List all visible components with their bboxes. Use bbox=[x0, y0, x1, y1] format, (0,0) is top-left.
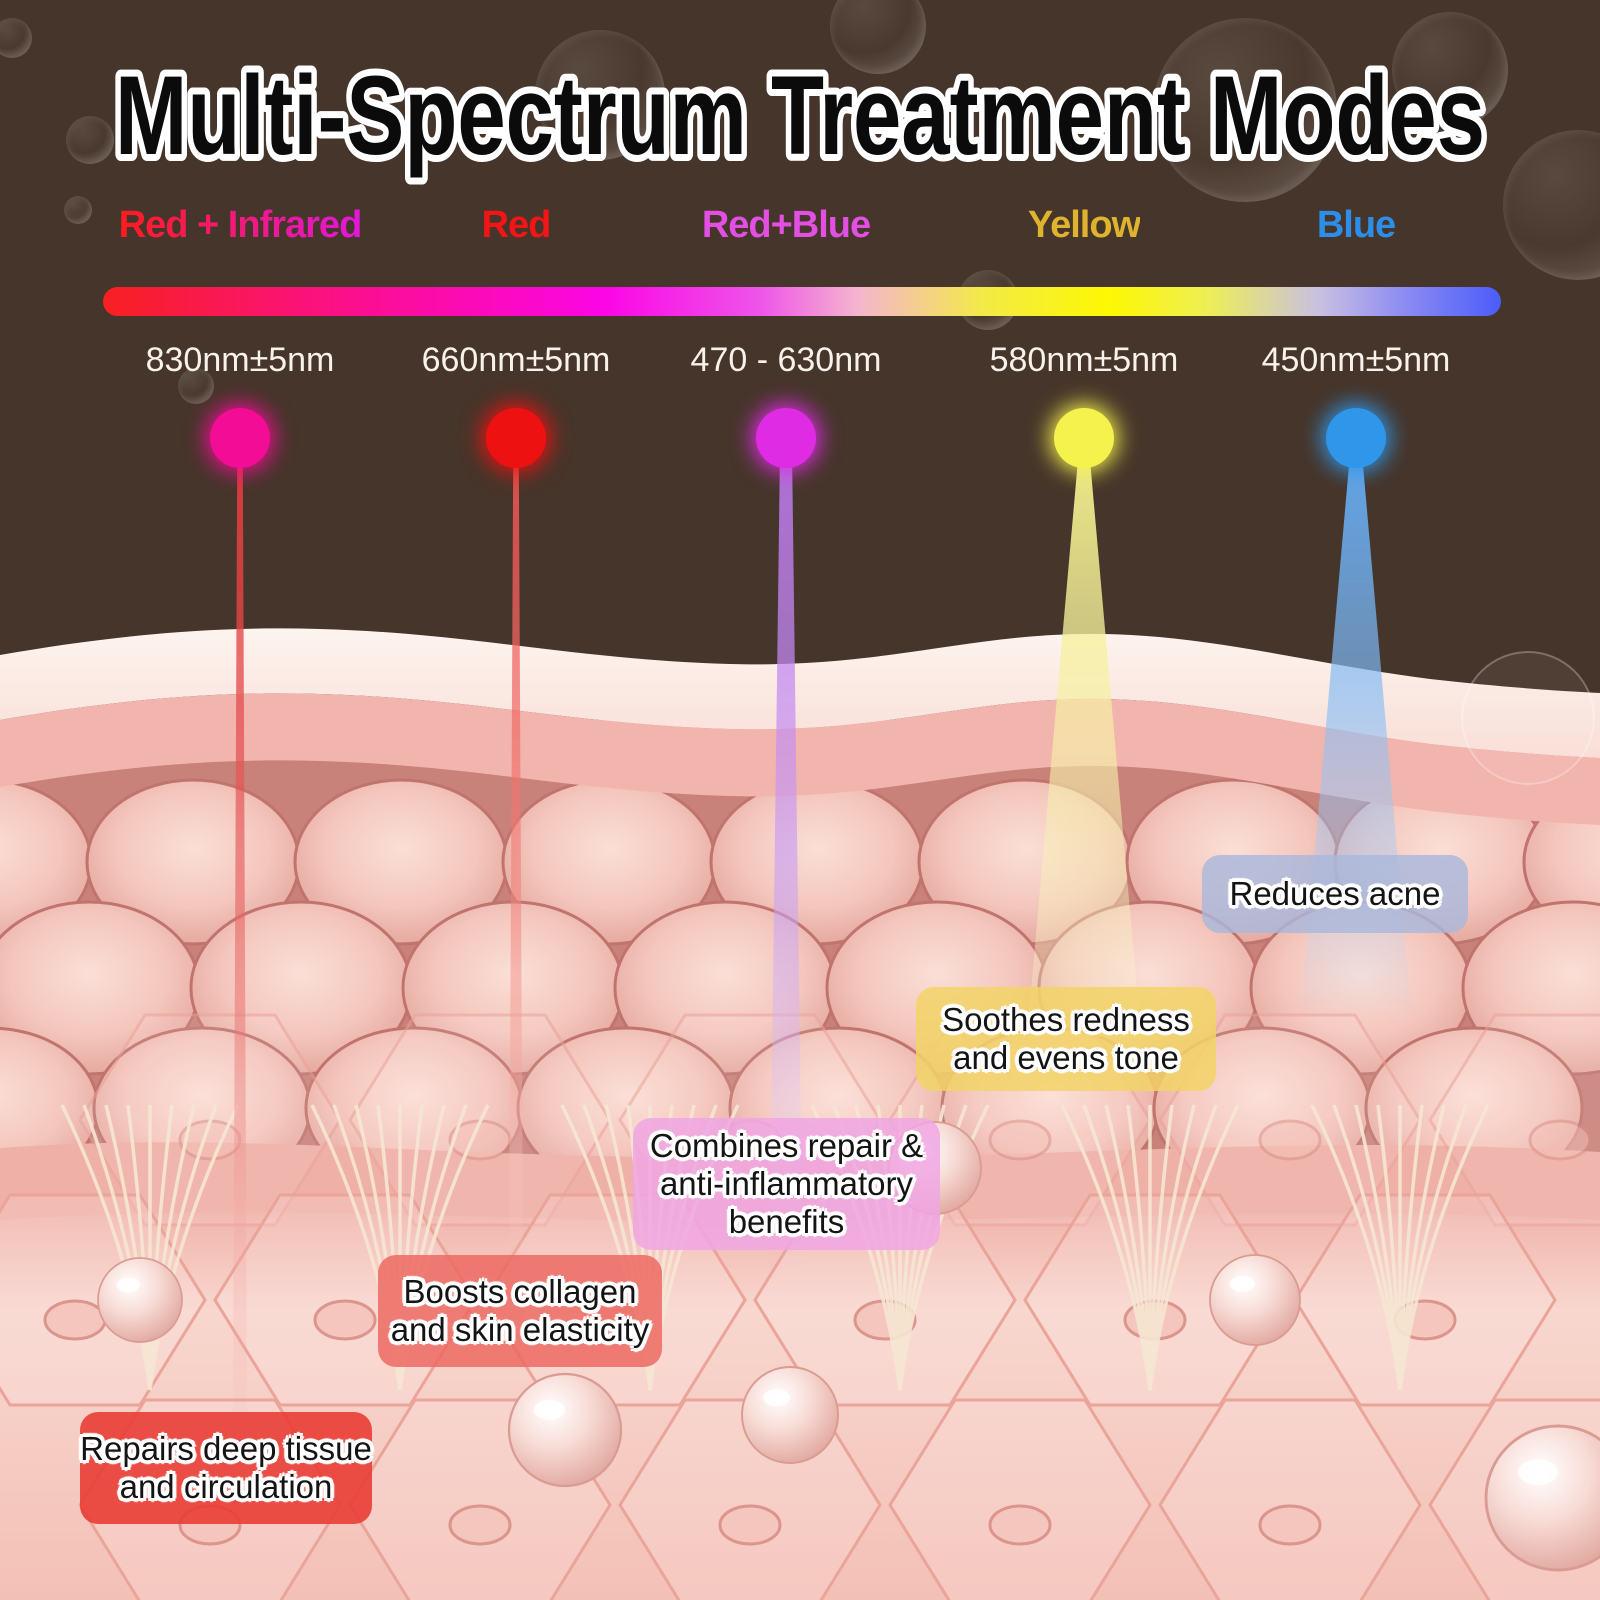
mode-label-text: Yellow bbox=[1027, 204, 1141, 246]
benefit-repairs-deep-tissue: Repairs deep tissue and circulation bbox=[80, 1412, 372, 1524]
benefit-reduces-acne: Reduces acne bbox=[1202, 855, 1468, 933]
page-title: Multi-Spectrum Treatment Modes bbox=[115, 53, 1485, 178]
bubble-icon bbox=[64, 196, 92, 224]
benefit-combines-repair: Combines repair & anti-inflammatory bene… bbox=[633, 1118, 940, 1250]
benefit-text: Boosts collagen and skin elasticity bbox=[390, 1272, 650, 1348]
mode-label: Yellow bbox=[904, 204, 1264, 247]
benefit-text: Repairs deep tissue and circulation bbox=[80, 1429, 372, 1505]
bubble-icon bbox=[535, 30, 665, 160]
bubble-icon bbox=[830, 0, 926, 74]
bubble-icon bbox=[1392, 12, 1508, 128]
mode-label-text: Red+Blue bbox=[701, 204, 871, 246]
led-dot-icon bbox=[486, 408, 546, 468]
mode-label: Red bbox=[336, 204, 696, 247]
spectrum-gradient-bar bbox=[103, 287, 1501, 316]
bubble-icon bbox=[1153, 18, 1337, 202]
led-dot-icon bbox=[1054, 408, 1114, 468]
light-beam-red bbox=[508, 462, 524, 1330]
title-banner: Multi-Spectrum Treatment Modes bbox=[108, 46, 1492, 185]
mode-label-text: Red bbox=[481, 204, 552, 246]
mode-wavelength: 660nm±5nm bbox=[421, 341, 611, 379]
bubble-icon bbox=[178, 368, 214, 404]
led-dot-icon bbox=[1326, 408, 1386, 468]
benefit-text: Combines repair & anti-inflammatory bene… bbox=[649, 1126, 924, 1241]
benefit-boosts-collagen: Boosts collagen and skin elasticity bbox=[378, 1255, 662, 1367]
mode-label: Red + Infrared bbox=[60, 204, 420, 247]
led-dot-icon bbox=[756, 408, 816, 468]
bubble-icon bbox=[66, 116, 114, 164]
benefit-soothes-redness: Soothes redness and evens tone bbox=[916, 987, 1216, 1091]
light-beam-red-infrared bbox=[232, 462, 248, 1462]
mode-label-text: Red + Infrared bbox=[118, 204, 363, 246]
benefit-text: Reduces acne bbox=[1229, 874, 1441, 912]
mode-label: Blue bbox=[1176, 204, 1536, 247]
mode-wavelength: 470 - 630nm bbox=[690, 341, 882, 379]
led-dot-icon bbox=[210, 408, 270, 468]
benefit-text: Soothes redness and evens tone bbox=[942, 1000, 1190, 1076]
mode-wavelength: 830nm±5nm bbox=[145, 341, 335, 379]
mode-label: Red+Blue bbox=[606, 204, 966, 247]
mode-wavelength: 580nm±5nm bbox=[989, 341, 1179, 379]
bubble-icon bbox=[0, 18, 32, 58]
mode-label-text: Blue bbox=[1316, 204, 1396, 246]
mode-wavelength: 450nm±5nm bbox=[1261, 341, 1451, 379]
